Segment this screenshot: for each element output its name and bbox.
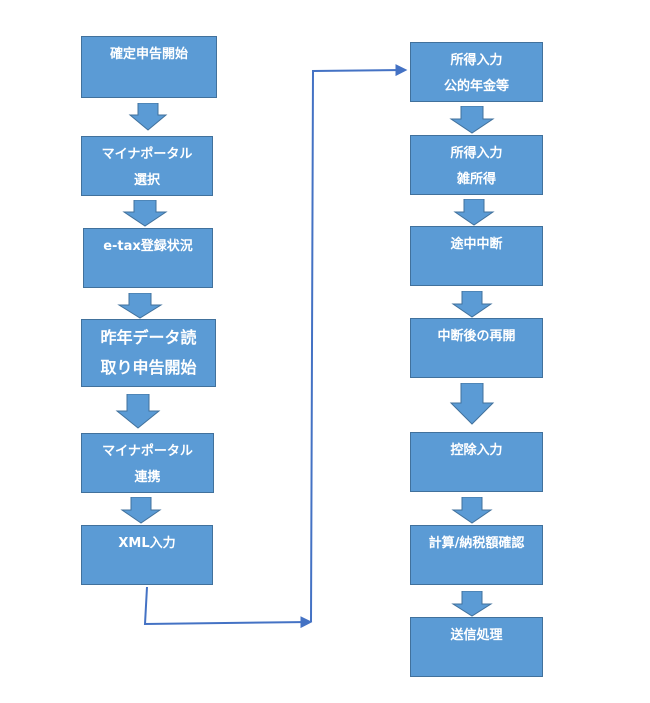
step-box-interrupt: 途中中断 bbox=[410, 226, 543, 286]
step-box-lastyear-data: 昨年データ読 取り申告開始 bbox=[81, 319, 216, 387]
down-arrow-icon bbox=[451, 291, 493, 318]
step-box-mynaportal-link: マイナポータル 連携 bbox=[81, 433, 214, 493]
down-arrow-icon bbox=[451, 497, 493, 524]
step-label: 所得入力 bbox=[450, 53, 503, 68]
step-box-start-filing: 確定申告開始 bbox=[81, 36, 217, 98]
step-box-tax-calc: 計算/納税額確認 bbox=[410, 525, 543, 585]
step-label: e-tax登録状況 bbox=[103, 239, 193, 254]
step-box-mynaportal-select: マイナポータル 選択 bbox=[81, 136, 213, 196]
step-label: 昨年データ読 bbox=[100, 328, 197, 347]
step-label: マイナポータル bbox=[102, 444, 193, 459]
step-box-deduction-input: 控除入力 bbox=[410, 432, 543, 492]
step-label: 公的年金等 bbox=[443, 79, 509, 94]
down-arrow-icon bbox=[453, 199, 495, 226]
down-arrow-icon bbox=[117, 293, 163, 319]
step-label: 計算/納税額確認 bbox=[428, 536, 525, 551]
step-label: マイナポータル bbox=[101, 147, 193, 162]
step-label: 送信処理 bbox=[450, 628, 503, 643]
step-label: 中断後の再開 bbox=[437, 329, 516, 344]
step-label: 選択 bbox=[133, 173, 160, 188]
step-label: 途中中断 bbox=[450, 237, 503, 252]
step-label: 所得入力 bbox=[450, 146, 503, 161]
step-label: 連携 bbox=[134, 470, 161, 485]
down-arrow-icon bbox=[128, 103, 168, 131]
down-arrow-icon bbox=[449, 383, 495, 425]
step-label: 雑所得 bbox=[456, 172, 496, 187]
step-label: 控除入力 bbox=[450, 443, 503, 458]
down-arrow-icon bbox=[115, 394, 161, 429]
down-arrow-icon bbox=[451, 591, 493, 617]
down-arrow-icon bbox=[449, 106, 495, 134]
step-box-xml-input: XML入力 bbox=[81, 525, 213, 585]
step-label: 確定申告開始 bbox=[109, 47, 188, 62]
step-box-etax-registration: e-tax登録状況 bbox=[83, 228, 213, 288]
down-arrow-icon bbox=[122, 200, 168, 227]
step-box-income-pension: 所得入力 公的年金等 bbox=[410, 42, 543, 102]
step-box-income-misc: 所得入力 雑所得 bbox=[410, 135, 543, 195]
step-label: XML入力 bbox=[118, 536, 176, 551]
step-label: 取り申告開始 bbox=[100, 358, 197, 377]
down-arrow-icon bbox=[120, 497, 162, 524]
step-box-resume: 中断後の再開 bbox=[410, 318, 543, 378]
step-box-submit: 送信処理 bbox=[410, 617, 543, 677]
